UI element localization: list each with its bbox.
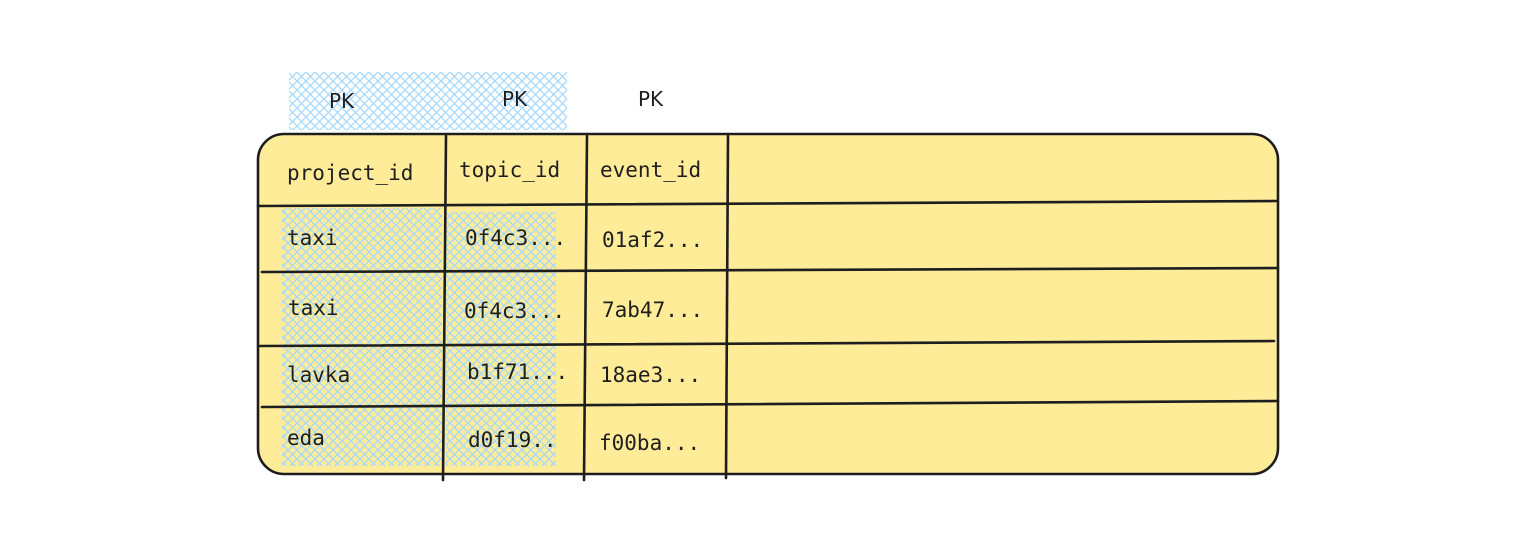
- row-divider: [258, 339, 1276, 348]
- pk-highlight-project-column: [282, 208, 442, 466]
- table-cell: taxi: [288, 296, 339, 320]
- pk-highlight-topic-column: [446, 212, 556, 466]
- column-divider: [582, 134, 589, 482]
- pk-highlight-header: [289, 72, 567, 130]
- table-cell: eda: [287, 426, 325, 450]
- table-cell: 01af2...: [602, 228, 703, 252]
- table-cell: d0f19..: [468, 428, 557, 452]
- table-cell: 18ae3...: [600, 363, 701, 387]
- header-event-id: event_id: [600, 158, 701, 182]
- pk-label-project: PK: [329, 89, 355, 113]
- table-cell: 0f4c3...: [465, 226, 566, 250]
- table-cell: 0f4c3...: [464, 299, 565, 323]
- header-project-id: project_id: [287, 161, 413, 185]
- table-cell: 7ab47...: [602, 298, 703, 322]
- column-divider: [441, 134, 448, 482]
- row-divider: [260, 399, 1280, 409]
- table-cell: taxi: [287, 226, 338, 250]
- table-cell: f00ba...: [599, 431, 700, 455]
- column-divider: [724, 134, 730, 480]
- header-topic-id: topic_id: [459, 158, 560, 182]
- pk-label-event: PK: [638, 87, 664, 111]
- table-cell: b1f71...: [467, 360, 568, 384]
- row-divider: [260, 266, 1280, 274]
- table-cell: lavka: [287, 363, 350, 387]
- pk-label-topic: PK: [502, 87, 528, 111]
- row-divider: [256, 199, 1278, 208]
